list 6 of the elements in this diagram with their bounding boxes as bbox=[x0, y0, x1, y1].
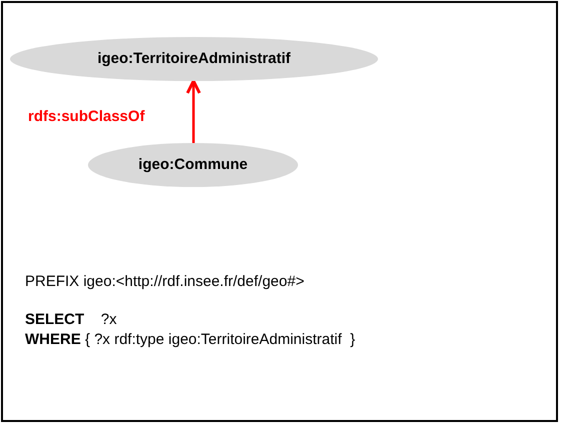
query-line: PREFIX igeo:<http://rdf.insee.fr/def/geo#> bbox=[25, 272, 306, 292]
query-line: SELECT ?x bbox=[25, 310, 118, 330]
class-name: igeo:Commune bbox=[138, 154, 248, 175]
arrow bbox=[186, 80, 201, 143]
query-line: WHERE { ?x rdf:type igeo:TerritoireAdministratif } bbox=[25, 330, 356, 350]
class-name: igeo:TerritoireAdministratif bbox=[97, 48, 291, 69]
